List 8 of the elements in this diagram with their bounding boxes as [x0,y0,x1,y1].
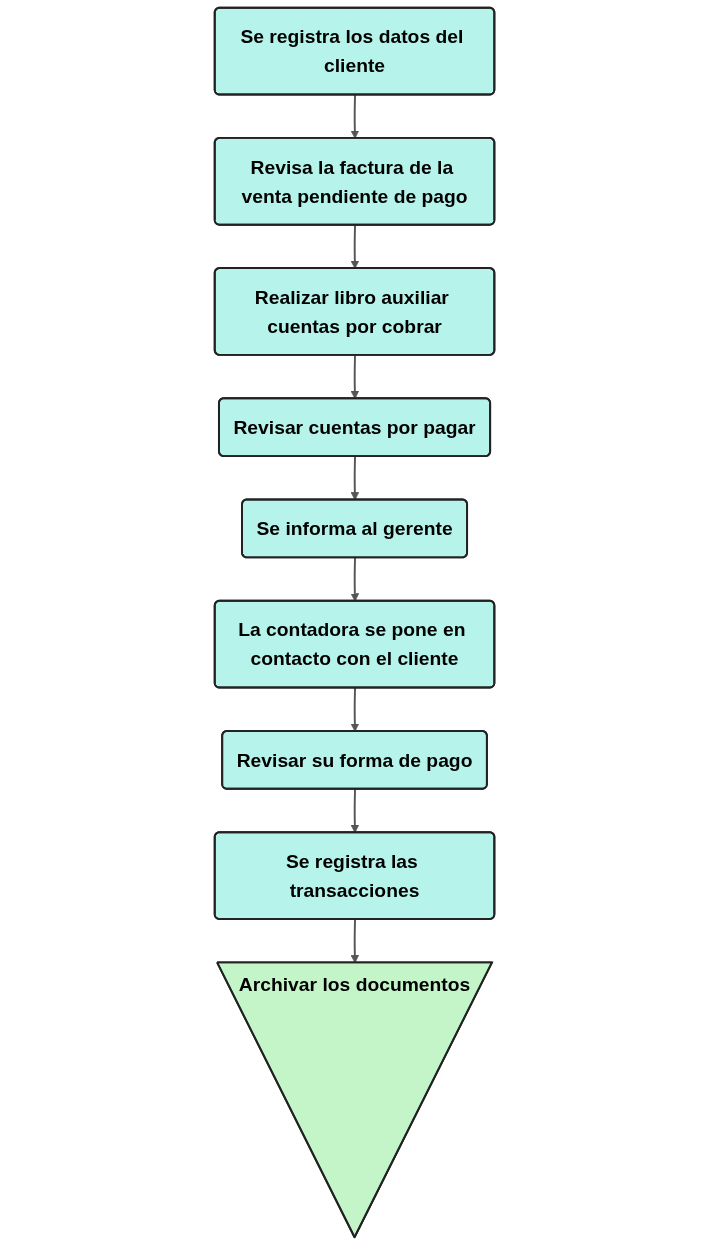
arrow [351,94,360,139]
arrow [351,354,360,400]
arrow [351,556,360,602]
arrow [351,918,360,964]
arrow [351,224,360,269]
arrow [351,687,360,732]
arrow [351,455,360,501]
arrow [351,788,360,834]
